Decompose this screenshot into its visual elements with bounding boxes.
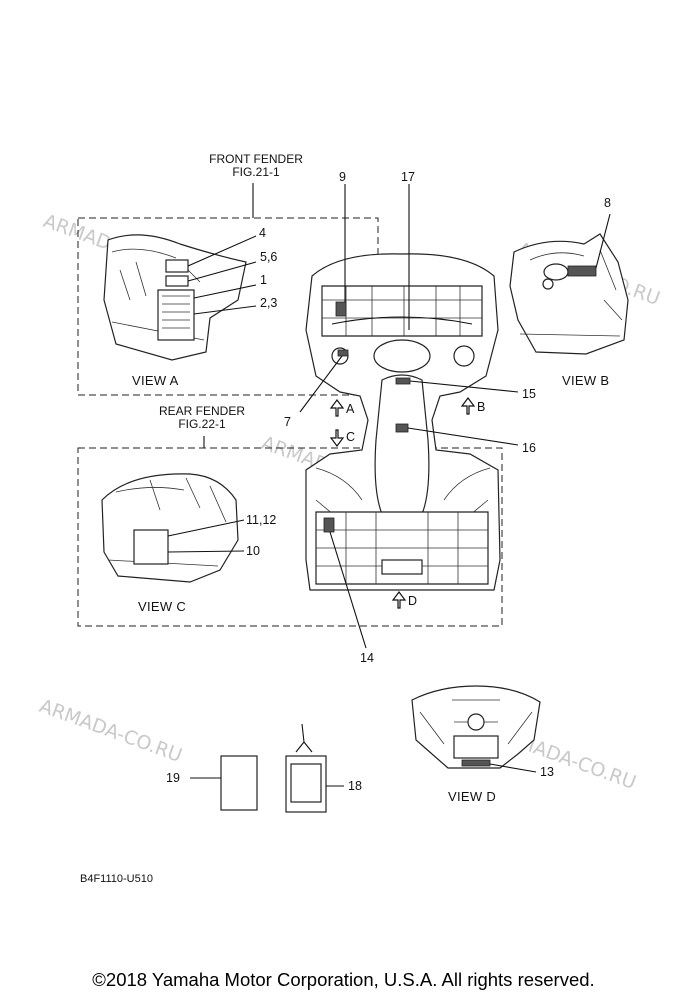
rear-fender-header: REAR FENDER FIG.22-1 — [140, 405, 264, 430]
callout-11-12[interactable]: 11,12 — [246, 513, 277, 527]
arrow-c-letter: C — [346, 430, 356, 444]
callout-2-3[interactable]: 2,3 — [260, 296, 278, 310]
callout-13[interactable]: 13 — [540, 765, 554, 779]
label-14 — [323, 517, 335, 533]
front-fender-side-part — [103, 234, 247, 361]
label-7 — [337, 349, 349, 357]
arrow-a-letter: A — [346, 402, 355, 416]
drawing-code: B4F1110-U510 — [80, 873, 153, 885]
label-4 — [165, 259, 189, 273]
callout-8[interactable]: 8 — [604, 196, 611, 210]
callout-1[interactable]: 1 — [260, 273, 267, 287]
callout-14[interactable]: 14 — [360, 651, 374, 665]
label-9 — [335, 301, 347, 317]
arrow-d-letter: D — [408, 594, 418, 608]
arrow-b — [460, 397, 476, 415]
rear-view-part — [411, 685, 541, 769]
label-15 — [395, 377, 411, 385]
label-8 — [567, 265, 597, 277]
callout-5-6[interactable]: 5,6 — [260, 250, 278, 264]
view-b-label: VIEW B — [562, 373, 610, 388]
manual-19-part — [220, 755, 258, 811]
callout-18[interactable]: 18 — [348, 779, 362, 793]
callout-9[interactable]: 9 — [339, 170, 346, 184]
callout-7[interactable]: 7 — [284, 415, 291, 429]
callout-10[interactable]: 10 — [246, 544, 260, 558]
rear-fender-label: REAR FENDER — [158, 404, 245, 418]
view-a-label: VIEW A — [132, 373, 179, 388]
callout-16[interactable]: 16 — [522, 441, 536, 455]
label-1-2-3 — [157, 289, 195, 341]
callout-4[interactable]: 4 — [259, 226, 266, 240]
arrow-c — [329, 429, 345, 447]
front-fender-label: FRONT FENDER — [209, 152, 303, 166]
arrow-a — [329, 399, 345, 417]
rear-fig-ref[interactable]: FIG.22-1 — [178, 416, 226, 431]
view-d-label: VIEW D — [448, 789, 497, 804]
label-16 — [395, 423, 409, 433]
arrow-b-letter: B — [477, 400, 486, 414]
callout-19[interactable]: 19 — [166, 771, 180, 785]
atv-top-view — [305, 253, 501, 591]
callout-17[interactable]: 17 — [401, 170, 415, 184]
rear-fender-side-part — [101, 473, 239, 583]
arrow-d — [391, 591, 407, 609]
label-10-11-12 — [133, 529, 169, 565]
view-c-label: VIEW C — [138, 599, 187, 614]
front-fender-opposite-part — [509, 233, 629, 355]
callout-15[interactable]: 15 — [522, 387, 536, 401]
copyright-notice: ©2018 Yamaha Motor Corporation, U.S.A. A… — [92, 969, 595, 990]
front-fender-header: FRONT FENDER FIG.21-1 — [196, 153, 316, 178]
front-fig-ref[interactable]: FIG.21-1 — [232, 164, 280, 179]
label-13 — [461, 759, 491, 767]
tag-18-part — [285, 723, 327, 813]
label-5-6 — [165, 275, 189, 287]
